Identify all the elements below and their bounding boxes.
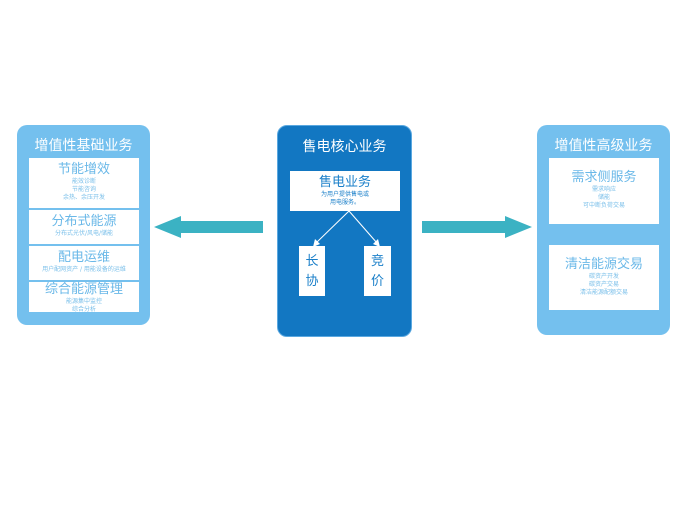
service-line: 节能咨询	[71, 186, 96, 193]
service-line: 用户配网资产 / 用能设备的运维	[42, 266, 126, 273]
panel-title: 增值性基础业务	[34, 138, 133, 154]
service-line: 分布式光伏/风电/储能	[54, 230, 114, 237]
long-term-contract-box: 长协	[299, 246, 325, 296]
panel-title: 售电核心业务	[302, 139, 387, 155]
bidding-box: 竞价	[364, 246, 391, 296]
service-box: 需求侧服务 需求响应 储能 可中断负荷交易	[549, 158, 659, 224]
service-line: 可中断负荷交易	[582, 202, 625, 209]
service-line: 储能	[597, 194, 610, 201]
service-line: 碳资产交易	[588, 281, 619, 288]
service-box: 清洁能源交易 碳资产开发 碳资产交易 清洁能源配额交易	[549, 245, 659, 310]
service-box: 综合能源管理 能源集中监控 综合分析	[29, 282, 139, 313]
basic-services-panel: 增值性基础业务 节能增效 能效诊断 节能咨询 余热、余压开发 分布式能源 分布式…	[17, 125, 150, 325]
service-line: 需求响应	[591, 186, 616, 193]
service-line: 碳资产开发	[588, 273, 619, 280]
service-line: 清洁能源配额交易	[579, 289, 628, 296]
service-title: 分布式能源	[51, 214, 117, 229]
core-services-panel: 售电核心业务 售电业务 为用户提供售电或 用电服务。 长协 竞价	[277, 125, 412, 337]
service-title: 综合能源管理	[44, 282, 123, 297]
service-line: 能源集中监控	[65, 298, 102, 305]
right-arrow-icon	[422, 216, 532, 238]
service-title: 配电运维	[57, 250, 110, 265]
branch-arrows-icon	[313, 210, 380, 247]
service-title: 需求侧服务	[571, 170, 637, 185]
service-line: 为用户提供售电或	[320, 191, 369, 198]
service-title: 节能增效	[57, 162, 110, 177]
service-title: 清洁能源交易	[564, 257, 643, 272]
service-box: 节能增效 能效诊断 节能咨询 余热、余压开发	[29, 158, 139, 208]
panel-title: 增值性高级业务	[554, 138, 653, 154]
service-title: 售电业务	[318, 175, 371, 190]
retail-electricity-box: 售电业务 为用户提供售电或 用电服务。	[290, 171, 400, 211]
advanced-services-panel: 增值性高级业务 需求侧服务 需求响应 储能 可中断负荷交易 清洁能源交易 碳资产…	[537, 125, 670, 335]
service-box: 分布式能源 分布式光伏/风电/储能	[29, 210, 139, 244]
left-arrow-icon	[154, 216, 263, 238]
service-box: 配电运维 用户配网资产 / 用能设备的运维	[29, 246, 139, 280]
service-line: 余热、余压开发	[62, 194, 105, 201]
service-line: 用电服务。	[329, 199, 360, 206]
service-line: 综合分析	[71, 306, 96, 313]
service-line: 能效诊断	[71, 178, 96, 185]
